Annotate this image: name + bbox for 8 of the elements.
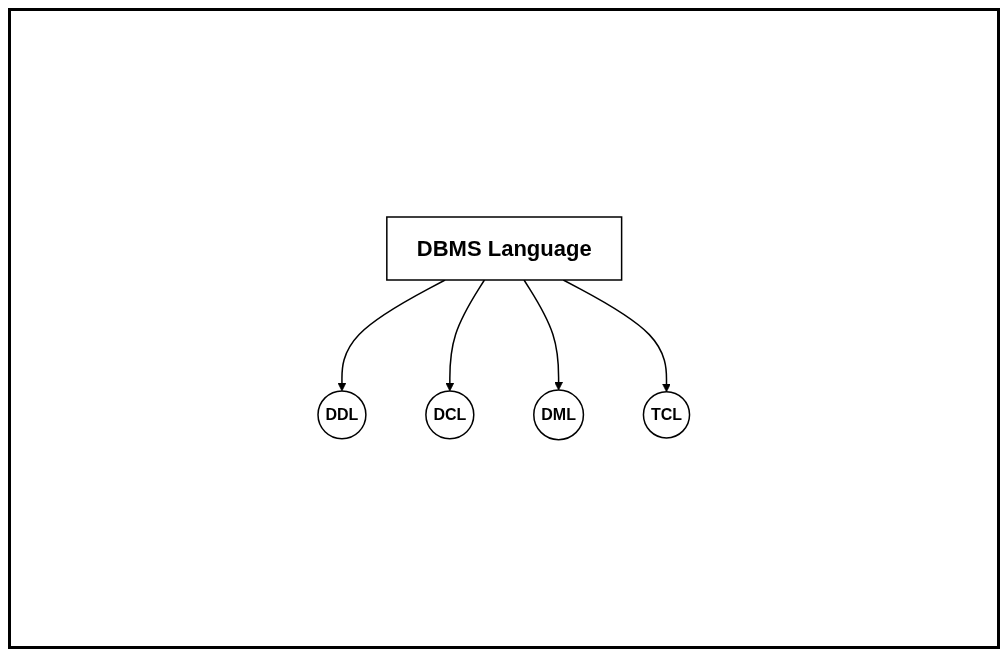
node-circle: DDL <box>317 390 367 440</box>
node-circle: DCL <box>425 390 475 440</box>
node-circle: TCL <box>642 391 691 439</box>
arrow <box>445 279 486 392</box>
arrow <box>523 279 564 391</box>
node-circle: DML <box>533 389 585 441</box>
node-box: DBMS Language <box>386 216 623 281</box>
arrow <box>562 279 672 393</box>
